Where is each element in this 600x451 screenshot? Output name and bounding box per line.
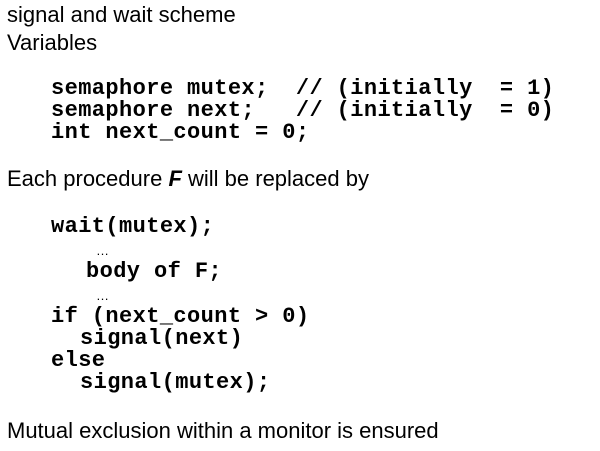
code-signal-mutex: signal(mutex);	[80, 370, 271, 395]
slide-title: signal and wait scheme	[7, 2, 236, 27]
code-ellipsis-2: …	[96, 288, 110, 303]
procedure-sentence: Each procedure F will be replaced by	[7, 166, 369, 192]
code-signal-next: signal(next)	[80, 326, 244, 351]
conclusion-text: Mutual exclusion within a monitor is ens…	[7, 418, 439, 443]
procedure-prefix: Each procedure	[7, 166, 169, 191]
code-ellipsis-1: …	[96, 243, 110, 258]
procedure-suffix: will be replaced by	[181, 166, 369, 191]
code-line-mutex: semaphore mutex; // (initially = 1)	[51, 76, 555, 101]
variables-heading: Variables	[7, 30, 98, 55]
code-wait-mutex: wait(mutex);	[51, 214, 215, 239]
procedure-name: F	[168, 166, 182, 191]
code-line-next-count: int next_count = 0;	[51, 120, 310, 145]
code-else-line: else	[51, 348, 106, 373]
code-line-next: semaphore next; // (initially = 0)	[51, 98, 555, 123]
code-if-line: if (next_count > 0)	[51, 304, 310, 329]
code-body: body of F;	[86, 259, 223, 284]
